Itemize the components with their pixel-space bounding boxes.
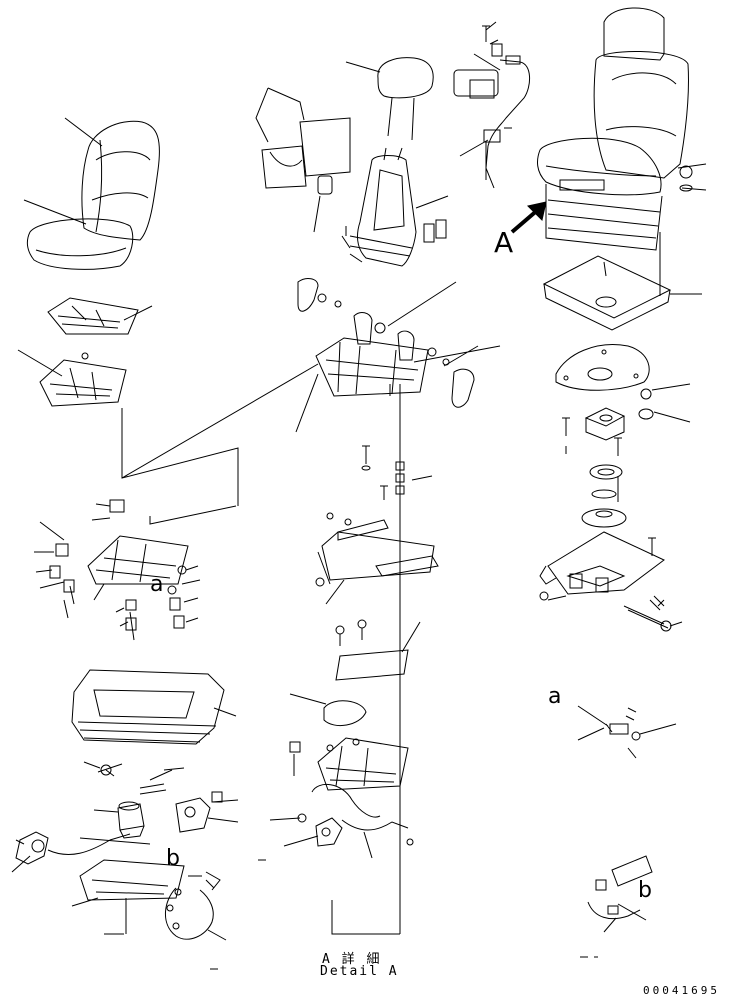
cable-end-part: [577, 705, 641, 759]
headrest-part: [377, 57, 434, 141]
swivel-base-part: [539, 531, 665, 601]
seat-frame-plate-part: [39, 352, 127, 407]
bolt-set-part: [361, 445, 433, 500]
view-direction-arrow: [510, 201, 547, 234]
valve-assembly-part: [175, 791, 223, 833]
swivel-bearing-part: [562, 407, 627, 528]
complete-seat-assembly: [537, 7, 690, 251]
headrest-plate-part: [261, 117, 351, 195]
mount-plate-part: [542, 255, 672, 331]
recliner-handle-left-part: [297, 278, 342, 312]
backrest-cover-part: [81, 120, 160, 241]
cable-switch-part: [311, 784, 409, 847]
seat-frame-part: [315, 312, 429, 397]
slide-rail-assembly-part: [49, 499, 189, 641]
drawing-number: 00041695: [643, 984, 720, 997]
lumbar-cam-part: [423, 219, 447, 243]
backrest-frame-part: [349, 155, 417, 267]
ref-label-b-left: b: [166, 846, 180, 871]
view-label-a: A: [494, 226, 514, 259]
ref-label-b-right: b: [638, 878, 652, 903]
suspension-bellows-part: [71, 669, 225, 745]
swivel-plate-part: [555, 344, 650, 391]
ref-label-a-right: a: [548, 684, 562, 709]
detail-caption-jp: A 詳 細: [322, 952, 382, 967]
harness-clip-part: [587, 855, 653, 921]
seat-switch-harness-part: [453, 25, 530, 189]
swivel-lock-lever-part: [623, 595, 672, 632]
air-pump-part: [117, 801, 145, 839]
suspension-mechanism-part: [289, 737, 409, 791]
seat-pan-part: [47, 297, 139, 335]
ref-label-a-top: a: [150, 572, 164, 597]
seat-cushion-part: [26, 218, 134, 270]
seat-slide-center-part: [315, 512, 439, 587]
recliner-handle-right-part: [427, 347, 475, 408]
detail-caption-en: Detail A: [320, 964, 399, 979]
wire-harness-part: [165, 871, 221, 940]
cover-plate-part: [335, 619, 409, 681]
base-plate-part: [79, 859, 185, 934]
cushion-block-part: [323, 700, 367, 727]
hose-connector-part: [15, 831, 131, 865]
